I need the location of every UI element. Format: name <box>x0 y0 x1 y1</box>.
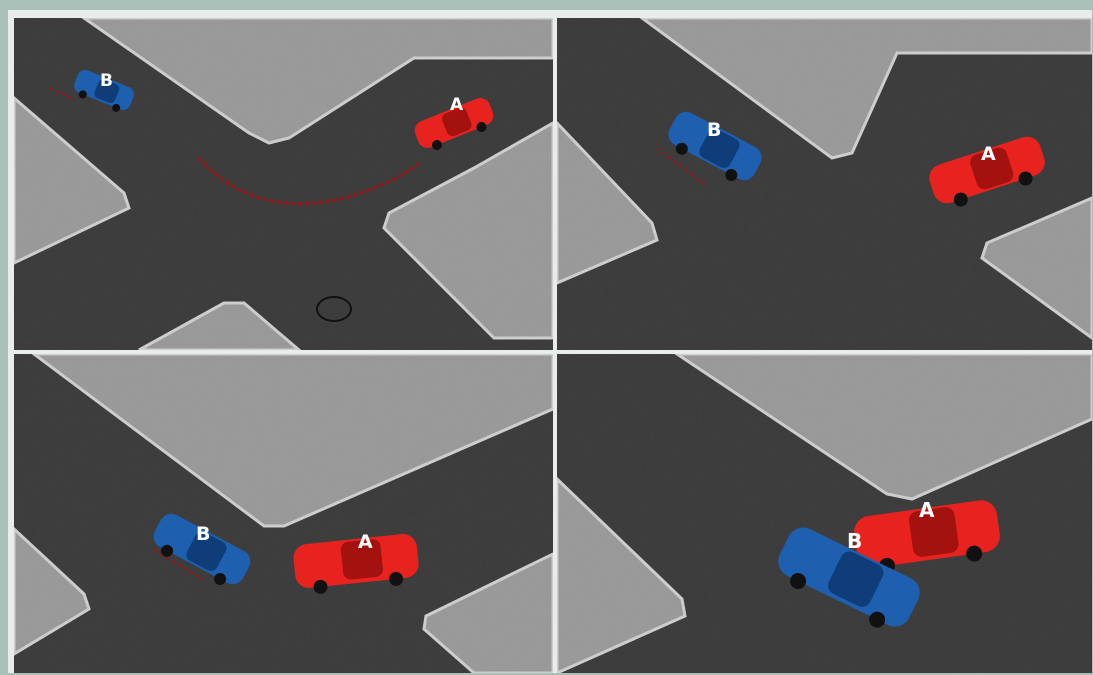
scene-3-svg: B A <box>14 354 553 673</box>
scene-frame: B A B <box>8 10 1092 673</box>
road-texture <box>557 18 1092 350</box>
car-b-label: B <box>100 71 113 91</box>
road-texture <box>14 354 553 673</box>
panel-4: A B <box>557 354 1092 673</box>
road-texture <box>14 18 553 350</box>
car-b-label: B <box>196 523 210 545</box>
car-b-label: B <box>847 529 862 553</box>
scene-2-svg: B A <box>557 18 1092 350</box>
panel-3: B A <box>14 354 553 673</box>
car-b-label: B <box>707 119 721 141</box>
road-texture <box>557 354 1092 673</box>
panel-2: B A <box>557 18 1092 350</box>
car-a-label: A <box>919 498 935 522</box>
car-a-label: A <box>358 531 373 553</box>
scene-4-svg: A B <box>557 354 1092 673</box>
car-a-label: A <box>981 143 996 165</box>
car-a-label: A <box>450 95 464 115</box>
panel-1: B A <box>14 18 553 350</box>
scene-1-svg: B A <box>14 18 553 350</box>
